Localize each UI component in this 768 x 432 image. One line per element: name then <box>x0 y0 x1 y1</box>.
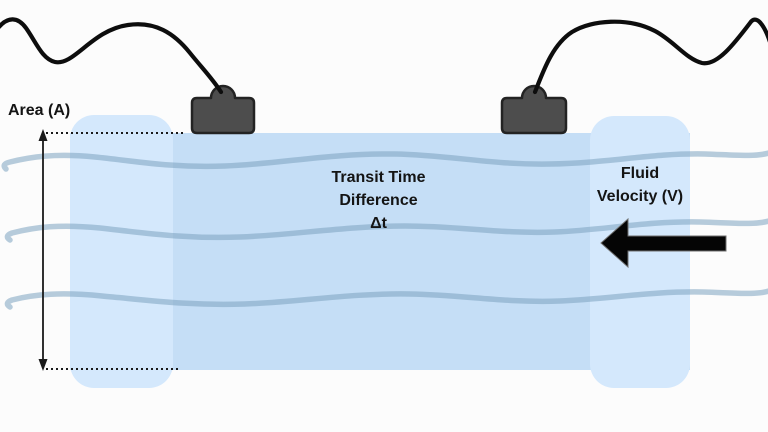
fluid-velocity-label: Fluid Velocity (V) <box>557 162 723 208</box>
flow-direction-left-arrow-icon <box>600 217 727 269</box>
area-label: Area (A) <box>8 102 71 119</box>
transducer-left-icon <box>190 84 256 135</box>
cable-left-icon <box>0 17 224 95</box>
pipe-left-cap <box>70 115 173 388</box>
transit-time-line1: Transit Time <box>331 169 426 186</box>
flow-wave-middle <box>4 218 768 243</box>
fluid-velocity-line1: Fluid <box>620 165 660 182</box>
pipe-right-cap <box>590 116 690 388</box>
pipe-body <box>70 133 690 370</box>
transit-time-line2: Difference <box>339 192 418 209</box>
transit-time-label: Transit Time Difference Δt <box>287 166 470 235</box>
flow-wave-top <box>1 150 768 172</box>
fluid-velocity-line2: Velocity (V) <box>596 188 684 205</box>
area-measure-arrow <box>38 129 48 371</box>
transit-time-line3: Δt <box>370 215 387 232</box>
cable-right-icon <box>532 17 768 95</box>
